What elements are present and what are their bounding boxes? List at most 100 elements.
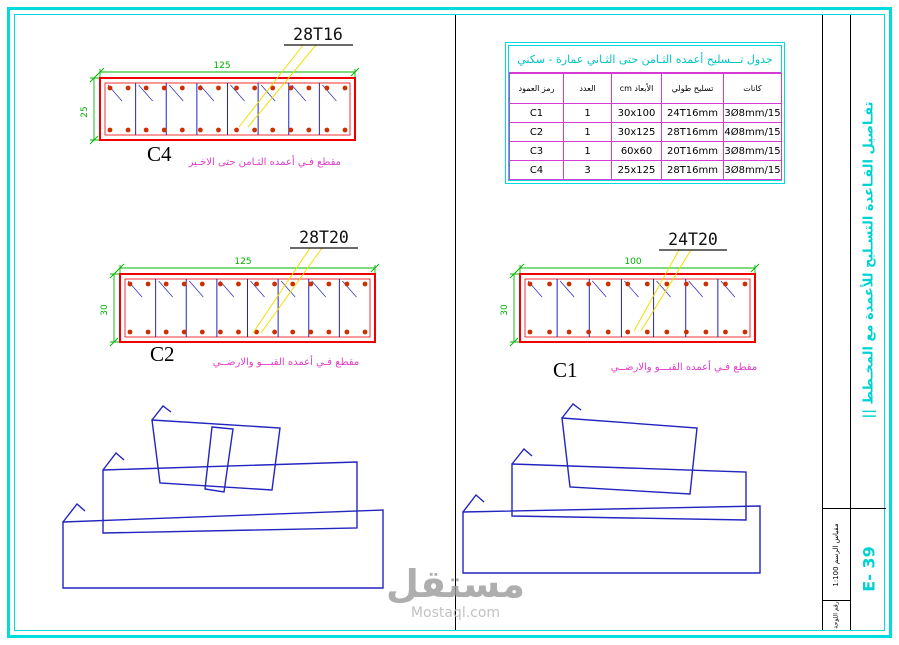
cell-count: 3 bbox=[563, 160, 612, 180]
c2-column-outline bbox=[119, 273, 376, 343]
c1-width-dim: 100 bbox=[624, 257, 641, 267]
stirrup-shape bbox=[204, 426, 234, 493]
rebar-dot bbox=[723, 281, 728, 287]
c2-rebar-group bbox=[127, 279, 368, 337]
hatch-line bbox=[260, 84, 276, 102]
cell-longitudinal: 28T16mm bbox=[661, 122, 724, 142]
stirrup-shape bbox=[511, 463, 747, 521]
cell-dimensions: 30x100 bbox=[611, 103, 662, 123]
c1-column-inner bbox=[524, 278, 751, 338]
rebar-dot bbox=[326, 281, 332, 287]
schedule-header-stirrups: كانات bbox=[723, 73, 782, 104]
schedule-grid: رمز العمود العدد الأبعاد cm تسليح طولي ك… bbox=[509, 73, 782, 180]
rebar-dot bbox=[197, 127, 203, 133]
c4-column-outline bbox=[99, 77, 356, 141]
rebar-dot bbox=[216, 85, 221, 91]
rebar-dot bbox=[217, 329, 223, 335]
c2-bar-count-label: 28T20 bbox=[299, 228, 349, 247]
hatch-line bbox=[168, 84, 184, 102]
stirrup-hook bbox=[62, 502, 86, 523]
stirrup-hook bbox=[151, 405, 172, 421]
rebar-dot bbox=[288, 127, 294, 133]
table-row: C2 1 30x125 28T16mm 4Ø8mm/15 bbox=[509, 122, 782, 142]
rebar-dot bbox=[342, 85, 348, 91]
stirrup-hook bbox=[102, 451, 125, 471]
c4-label: C4 bbox=[147, 142, 172, 166]
hatch-line bbox=[656, 280, 671, 298]
hatch-line bbox=[342, 280, 357, 298]
c2-height-dimension-line bbox=[109, 269, 119, 347]
rebar-dot bbox=[290, 329, 296, 335]
c4-width-dimension-line bbox=[95, 67, 360, 77]
watermark-name: مستقل bbox=[386, 562, 525, 606]
center-divider-line bbox=[455, 15, 456, 630]
rebar-dot bbox=[234, 85, 239, 91]
rebar-dot bbox=[236, 281, 241, 287]
c1-caption: مقطع فـي أعمده القبـــو والارضــي bbox=[610, 362, 758, 373]
hatch-line bbox=[280, 280, 296, 298]
rebar-dot bbox=[179, 85, 185, 91]
hatch-line bbox=[720, 280, 736, 298]
rebar-dot bbox=[324, 127, 330, 133]
rebar-dot bbox=[199, 281, 205, 287]
c2-caption: مقطع فـي أعمده القبـــو والارضــي bbox=[212, 357, 360, 368]
stirrup-shape bbox=[102, 461, 358, 534]
rebar-dot bbox=[344, 281, 350, 287]
rebar-dot bbox=[270, 85, 276, 91]
titleblock-scale: مقياس الرسم 1:100 bbox=[823, 512, 849, 598]
c1-column-outline bbox=[519, 273, 756, 343]
c4-height-dim: 25 bbox=[80, 106, 90, 117]
rebar-dot bbox=[107, 85, 113, 91]
c4-caption: مقطع فـي أعمده الثـامن حتى الاخـير bbox=[188, 157, 341, 168]
column-schedule-table: جدول تـــسليح أعمده الثـامن حتى الثـاني … bbox=[505, 42, 785, 184]
c1-width-dimension-line bbox=[515, 263, 760, 273]
c4-rebar-group bbox=[107, 83, 348, 135]
watermark: مستقل Mostaql.com bbox=[368, 562, 543, 620]
cell-code: C1 bbox=[509, 103, 564, 123]
rebar-dot bbox=[723, 329, 728, 335]
rebar-dot bbox=[625, 329, 631, 335]
titleblock-line-1 bbox=[822, 15, 823, 630]
rebar-dot bbox=[161, 85, 167, 91]
rebar-dot bbox=[197, 85, 203, 91]
c2-height-dim: 30 bbox=[100, 304, 110, 316]
rebar-dot bbox=[344, 329, 350, 335]
titleblock-hline-2 bbox=[822, 600, 850, 601]
rebar-dot bbox=[547, 281, 552, 287]
c1-label: C1 bbox=[553, 358, 578, 382]
c2-leader-line bbox=[252, 247, 323, 334]
schedule-header-dimensions: الأبعاد cm bbox=[611, 73, 662, 104]
cell-count: 1 bbox=[563, 103, 612, 123]
hatch-line bbox=[291, 84, 307, 102]
rebar-dot bbox=[252, 127, 258, 133]
c4-section: 125 25 28T16 bbox=[80, 25, 360, 145]
rebar-dot bbox=[145, 281, 151, 287]
sheet-label-text: رقم اللوحة bbox=[832, 601, 840, 629]
rebar-dot bbox=[703, 281, 709, 287]
schedule-header-code: رمز العمود bbox=[509, 73, 564, 104]
schedule-header-count: العدد bbox=[563, 73, 612, 104]
rebar-dot bbox=[326, 329, 332, 335]
hatch-line bbox=[250, 280, 265, 298]
rebar-dot bbox=[625, 281, 631, 287]
c1-bar-count-label: 24T20 bbox=[668, 230, 718, 249]
stirrup-hook bbox=[462, 493, 485, 513]
rebar-dot bbox=[127, 329, 133, 335]
stirrup-shape bbox=[62, 509, 384, 589]
rebar-dot bbox=[127, 281, 133, 287]
rebar-dot bbox=[179, 127, 185, 133]
cell-code: C3 bbox=[509, 141, 564, 161]
c4-bar-count-label: 28T16 bbox=[293, 25, 343, 44]
rebar-dot bbox=[306, 85, 312, 91]
c4-leader-line bbox=[238, 44, 317, 128]
table-row: C1 1 30x100 24T16mm 3Ø8mm/15 bbox=[509, 103, 782, 123]
cell-stirrups: 4Ø8mm/15 bbox=[723, 122, 782, 142]
table-row: C4 3 25x125 28T16mm 3Ø8mm/15 bbox=[509, 160, 782, 180]
titleblock-hline-1 bbox=[822, 508, 886, 509]
stirrup-detail-left bbox=[62, 405, 384, 589]
rebar-dot bbox=[272, 281, 278, 287]
cell-stirrups: 3Ø8mm/15 bbox=[723, 160, 782, 180]
rebar-dot bbox=[163, 329, 169, 335]
rebar-dot bbox=[683, 329, 689, 335]
